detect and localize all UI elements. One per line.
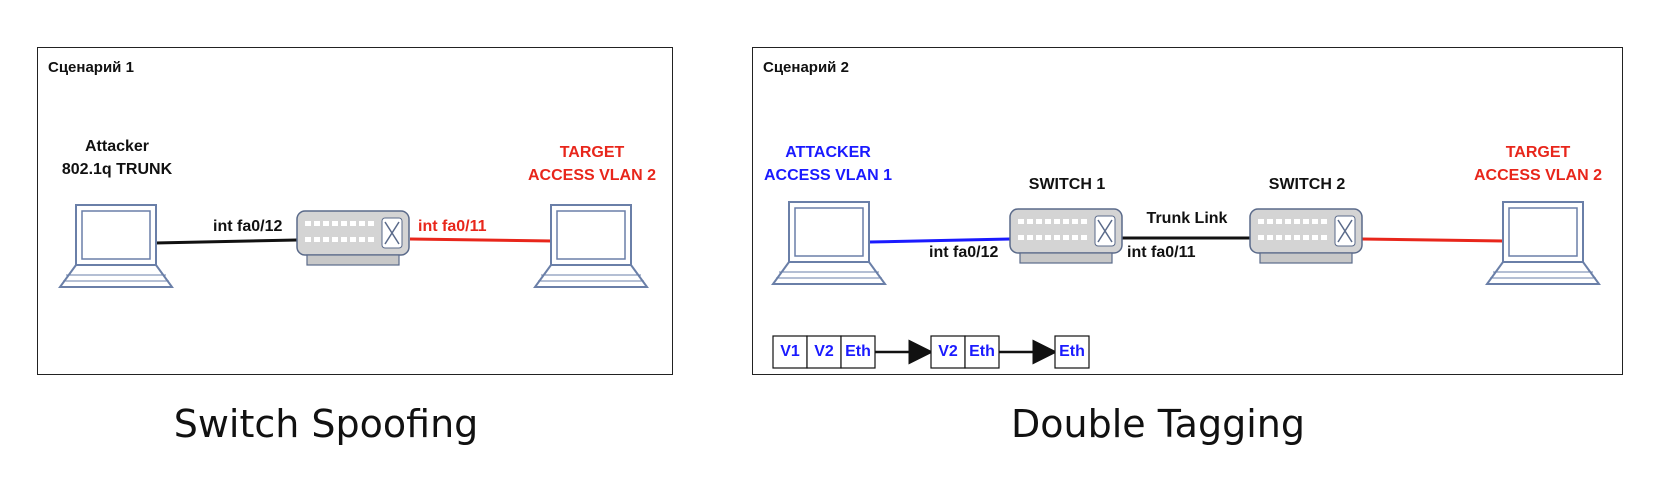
scenario-2-title: Сценарий 2: [763, 59, 849, 76]
frame-2-cell: [930, 335, 966, 369]
switch-icon: [1009, 208, 1123, 264]
link-switch-2-target: [1361, 237, 1505, 243]
scenario-1-title: Сценарий 1: [48, 59, 134, 76]
frame-tag-eth: Eth: [969, 343, 995, 360]
attacker-label-line-2: 802.1q TRUNK: [61, 161, 173, 178]
link-attacker-switch-1: [154, 238, 298, 245]
link-switch-target-1: [409, 237, 554, 243]
target-label-line-2: ACCESS VLAN 2: [1473, 167, 1603, 184]
port-label-left: int fa0/12: [213, 218, 283, 235]
switch-spoofing-caption: Switch Spoofing: [173, 402, 479, 446]
double-tagging-caption: Double Tagging: [1011, 402, 1305, 446]
attacker-label-line-1: ATTACKER: [785, 144, 871, 161]
port-label-right: int fa0/11: [1127, 244, 1196, 261]
frame-tag-eth: Eth: [1059, 343, 1085, 360]
frame-3: [1054, 335, 1090, 369]
link-attacker-switch-1: [869, 237, 1011, 244]
frame-2-cell: [964, 335, 1000, 369]
target-label-line-1: TARGET: [1505, 144, 1571, 161]
scenario-2-panel: [752, 47, 1623, 375]
frame-tag-v2: V2: [814, 343, 834, 360]
attacker-label-line-2: ACCESS VLAN 1: [763, 167, 893, 184]
frame-1-cell: [772, 335, 808, 369]
switch-icon: [1249, 208, 1363, 264]
laptop-icon: [59, 204, 173, 288]
laptop-icon: [1486, 201, 1600, 285]
frame-2: [930, 335, 1000, 369]
attacker-label-line-1: Attacker: [84, 138, 150, 155]
frame-tag-v2: V2: [938, 343, 958, 360]
frame-1: [772, 335, 876, 369]
port-label-left: int fa0/12: [929, 244, 999, 261]
frame-1-cell: [840, 335, 876, 369]
laptop-icon: [534, 204, 648, 288]
laptop-icon: [772, 201, 886, 285]
switch-2-label: SWITCH 2: [1268, 176, 1346, 193]
switch-icon: [296, 210, 410, 266]
target-label-line-2: ACCESS VLAN 2: [527, 167, 657, 184]
frame-3-cell: [1054, 335, 1090, 369]
target-label-line-1: TARGET: [559, 144, 625, 161]
trunk-link-label: Trunk Link: [1146, 210, 1228, 227]
frame-tag-eth: Eth: [845, 343, 871, 360]
port-label-right: int fa0/11: [418, 218, 487, 235]
switch-1-label: SWITCH 1: [1028, 176, 1106, 193]
frame-tag-v1: V1: [780, 343, 800, 360]
